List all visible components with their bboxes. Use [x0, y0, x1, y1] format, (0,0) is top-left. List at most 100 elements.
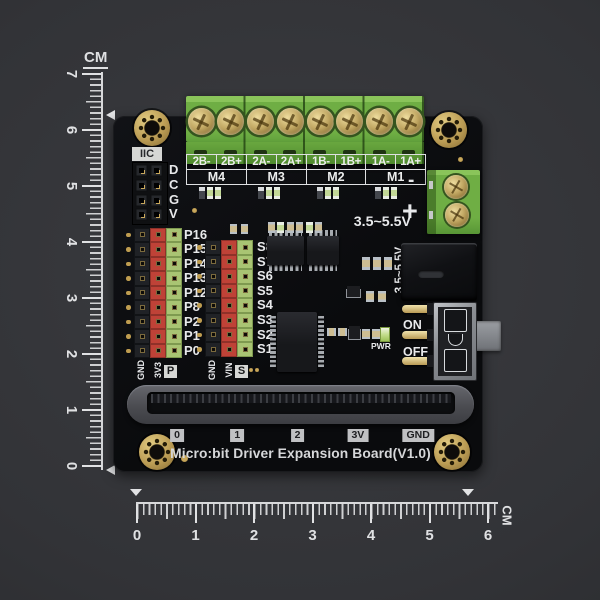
tick-mark [82, 296, 102, 299]
p-row-label: P16 [184, 226, 208, 242]
iic-pin-label: G [169, 191, 180, 207]
motor-indicator-leds [199, 187, 223, 199]
motor-pin-label: 1B+ [336, 155, 367, 169]
iic-pin-row: D [133, 162, 183, 178]
switch-notch [448, 334, 463, 346]
iic-pin-row: C [133, 176, 183, 193]
ruler-number: 6 [63, 125, 80, 134]
bottom-ruler-major-tick: 5 [425, 504, 434, 544]
ruler-number: 0 [63, 461, 80, 470]
bottom-ruler-half-ticks [137, 515, 497, 519]
terminal-wire-slot [372, 150, 386, 155]
left-ruler-major-tick: 3 [63, 293, 102, 302]
left-ruler-major-tick: 0 [63, 461, 102, 470]
ruler-number: 5 [425, 527, 434, 544]
board-title: Micro:bit Driver Expansion Board(V1.0) [170, 446, 431, 461]
edge-pad-label: 1 [230, 429, 245, 442]
terminal-screw [187, 108, 215, 135]
solder-pad [249, 368, 253, 372]
s-col-vin-label: VIN [224, 362, 234, 378]
tick-mark [194, 504, 197, 523]
left-ruler-unit-label: CM [83, 49, 109, 69]
board-top-edge-marker-icon [106, 110, 115, 120]
terminal-wire-slot [194, 150, 207, 155]
vin-pin-socket [221, 269, 237, 284]
terminal-screw [276, 108, 304, 135]
motor-pin-label: 2A+ [277, 155, 307, 169]
smd-transistor [349, 326, 360, 339]
terminal-screw [444, 175, 468, 199]
p-col-3v3-label: 3V3 [153, 362, 163, 379]
bottom-ruler-major-tick: 2 [250, 504, 258, 544]
iic-pin-label: C [169, 176, 179, 192]
tick-mark [136, 504, 139, 523]
motor-pin-label: 1A- [366, 155, 397, 169]
p-row-label: P2 [184, 313, 200, 329]
switch-pin [402, 305, 434, 313]
p-row-label: P0 [184, 342, 200, 358]
gnd-pin-socket [134, 271, 150, 286]
signal-pin-socket [166, 300, 182, 315]
motor-group-label: M1 [386, 170, 405, 184]
motor-pin-label: 2B+ [217, 155, 247, 169]
s-row-label: S5 [257, 282, 273, 298]
gnd-pin-socket [134, 343, 150, 358]
bottom-ruler-baseline [136, 502, 498, 504]
terminal-screw [445, 203, 469, 227]
signal-pin-socket [166, 285, 182, 300]
gnd-pin-socket [205, 327, 221, 343]
chip-pins [269, 230, 302, 236]
smd-transistor [347, 286, 360, 297]
edge-pad-label: GND [402, 429, 434, 442]
terminal-wire-slot [313, 150, 326, 155]
gnd-pin-socket [134, 314, 150, 329]
iic-pin-label: V [169, 206, 178, 222]
terminal-screw [336, 108, 364, 135]
gnd-pin-socket [134, 329, 150, 344]
gnd-pin-socket [134, 285, 150, 300]
motor-indicator-leds [316, 187, 341, 199]
fiducial-dot [458, 157, 463, 162]
plus-polarity-label: + [402, 196, 418, 226]
mounting-hole [434, 434, 470, 470]
power-switch [433, 302, 477, 381]
bottom-ruler-unit-label: CM [499, 505, 515, 526]
motor-pin-label: 2A- [247, 155, 277, 169]
p-header-row [126, 227, 182, 242]
bottom-ruler-major-tick: 0 [133, 504, 141, 544]
left-ruler-half-ticks [86, 73, 90, 467]
iic-socket [135, 193, 148, 207]
iic-socket [150, 178, 163, 192]
smd-component [366, 291, 374, 302]
switch-window [444, 349, 467, 372]
signal-pin-socket [166, 329, 182, 344]
bottom-ruler-major-tick: 6 [484, 504, 492, 544]
gnd-pin-socket [205, 240, 221, 255]
left-ruler-major-tick: 2 [63, 349, 102, 358]
gnd-pin-socket [134, 227, 150, 242]
smd-component [384, 257, 392, 270]
edge-connector-pins [151, 394, 451, 403]
switch-window [444, 309, 467, 332]
terminal-wire-slot [429, 181, 433, 189]
terminal-wire-slot [342, 150, 356, 155]
s-header-row [197, 240, 253, 255]
motor-group-label: M2 [307, 170, 367, 184]
p-header-row [126, 285, 182, 300]
vcc-pin-socket [150, 256, 166, 271]
motor-pin-label: 1B- [307, 155, 337, 169]
signal-pin-socket [237, 313, 253, 328]
smd-component [327, 328, 336, 336]
vin-pin-socket [221, 240, 237, 255]
iic-socket [150, 193, 163, 207]
s-row-label: S1 [257, 341, 273, 357]
terminal-screw [306, 108, 334, 135]
smd-component [315, 222, 322, 233]
mounting-hole [134, 110, 170, 146]
signal-pin-socket [237, 342, 253, 357]
motor-group-label: M4 [187, 170, 247, 184]
switch-pin [402, 331, 434, 339]
p-header-row [126, 271, 182, 286]
iic-socket [150, 164, 163, 177]
